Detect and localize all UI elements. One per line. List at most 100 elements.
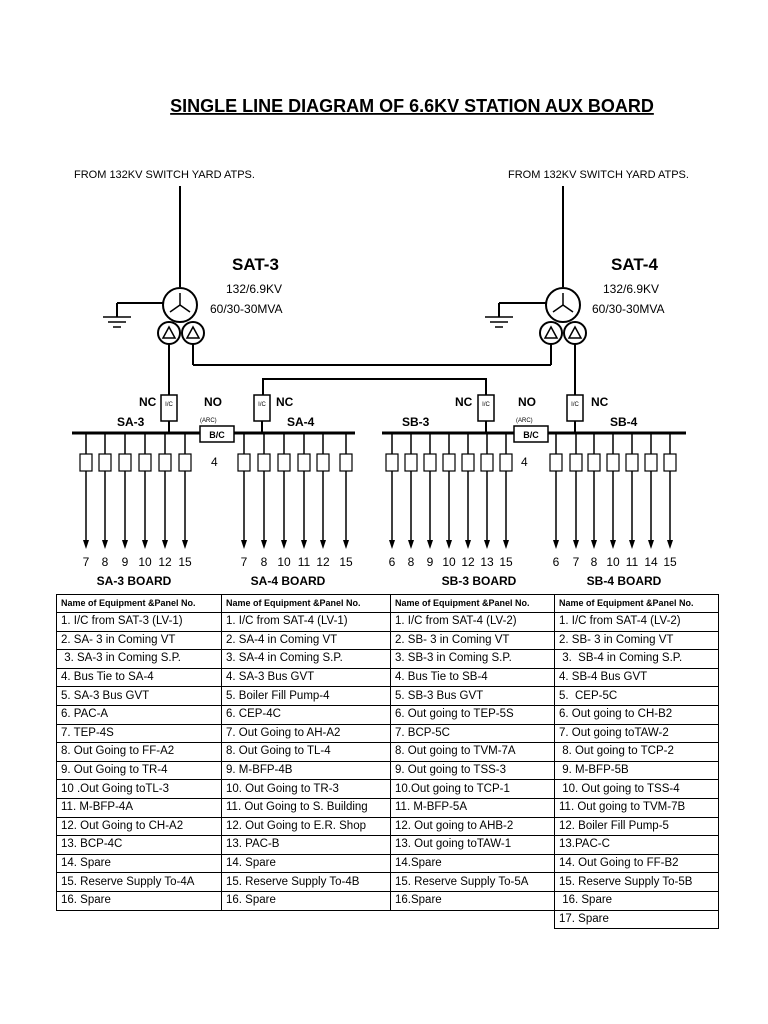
table-cell: 16.Spare [390,890,555,911]
table-cell: 9. M-BFP-4B [221,760,391,781]
single-line-diagram: SINGLE LINE DIAGRAM OF 6.6KV STATION AUX… [72,96,689,588]
feeder: 14 [644,433,658,569]
sb3-ic-state: NC [455,395,473,409]
transformer-sat-3 [103,186,205,395]
table-cell: 10. Out Going to TR-3 [221,779,391,799]
table-cell: 9. M-BFP-5B [554,760,719,781]
feeder-number: 9 [122,555,129,569]
table-cell: 1. I/C from SAT-4 (LV-2) [554,612,719,632]
table-header-row: Name of Equipment &Panel No. Name of Equ… [56,594,719,613]
table-cell: 3. SA-4 in Coming S.P. [221,649,391,669]
ic-label-sa3: I/C [165,402,173,408]
feeder: 15 [499,433,513,569]
table-cell: 2. SA-4 in Coming VT [221,630,391,651]
table-cell: 14.Spare [390,853,555,874]
table-cell: 6. CEP-4C [221,704,391,725]
ic-label-sa4: I/C [258,402,266,408]
feeder: 8 [98,433,112,569]
table-cell: 2. SB- 3 in Coming VT [554,630,719,651]
table-cell [222,910,391,929]
feeder: 11 [625,433,639,569]
table-cell [391,910,555,929]
bus-coupler-sa [199,425,235,443]
diagram-title: SINGLE LINE DIAGRAM OF 6.6KV STATION AUX… [170,96,654,116]
cross-feeders [193,364,551,395]
arc-label-sa: (ARC) [200,418,217,424]
sat-3-voltage: 132/6.9KV [226,282,282,296]
table-cell: 11. M-BFP-5A [390,797,555,818]
sat-4-rating: 60/30-30MVA [592,302,665,316]
table-cell: 16. Spare [56,890,222,911]
feeder-number: 15 [339,555,353,569]
table-cell: 5. Boiler Fill Pump-4 [221,686,391,706]
table-cell: 6. PAC-A [56,704,222,725]
column-header: Name of Equipment &Panel No. [56,594,222,613]
feeder-number: 11 [298,555,311,569]
table-cell: 1. I/C from SAT-4 (LV-1) [221,612,391,632]
table-cell: 2. SA- 3 in Coming VT [56,630,222,651]
feeder: 13 [480,433,494,569]
table-cell: 13. BCP-4C [56,835,222,855]
table-row: 1. I/C from SAT-3 (LV-1)1. I/C from SAT-… [56,612,719,632]
bc-number-sa: 4 [211,455,218,469]
section-sa4: SA-4 [287,415,315,429]
table-cell: 7. Out Going to AH-A2 [221,723,391,744]
table-cell: 15. Reserve Supply To-5B [554,872,719,892]
feeder: 15 [339,433,353,569]
feeder-number: 11 [626,555,639,569]
table-cell: 11. Out Going to S. Building [221,797,391,818]
feeder: 7 [569,433,583,569]
table-cell: 15. Reserve Supply To-5A [390,872,555,892]
table-cell: 9. Out going to TSS-3 [390,760,555,781]
feeder-number: 7 [573,555,580,569]
table-cell: 3. SB-4 in Coming S.P. [554,649,719,669]
sa4-ic-state: NC [276,395,294,409]
feeder: 12 [461,433,475,569]
arc-label-sb: (ARC) [516,418,533,424]
table-cell: 5. SA-3 Bus GVT [56,686,222,706]
feeder: 9 [423,433,437,569]
feeder-number: 12 [461,555,475,569]
feeder-number: 14 [644,555,658,569]
table-cell: 11. Out going to TVM-7B [554,797,719,818]
board-sb3: SB-3 BOARD [442,574,517,588]
table-cell: 11. M-BFP-4A [56,797,222,818]
feeder: 8 [587,433,601,569]
table-cell: 7. BCP-5C [390,723,555,744]
bc-label-sa: B/C [209,430,225,440]
feeder: 6 [385,433,399,569]
table-cell: 5. SB-3 Bus GVT [390,686,555,706]
equipment-table: Name of Equipment &Panel No. Name of Equ… [56,594,719,930]
table-cell: 4. SA-3 Bus GVT [221,667,391,688]
table-cell: 15. Reserve Supply To-4A [56,872,222,892]
table-row: 17. Spare [57,909,719,930]
table-cell: 10 .Out Going toTL-3 [56,779,222,799]
table-cell: 8. Out going to TCP-2 [554,742,719,762]
bus-coupler-sb [513,425,549,443]
table-cell: 1. I/C from SAT-3 (LV-1) [56,612,222,632]
board-sa4: SA-4 BOARD [251,574,326,588]
feeder-number: 12 [316,555,330,569]
table-cell: 16. Spare [221,890,391,911]
feeder-number: 10 [138,555,152,569]
feeder-number: 10 [442,555,456,569]
feeder-number: 13 [480,555,494,569]
table-cell: 12. Out Going to CH-A2 [56,816,222,837]
column-header: Name of Equipment &Panel No. [390,594,555,613]
table-cell: 4. Bus Tie to SB-4 [390,667,555,688]
table-cell: 3. SA-3 in Coming S.P. [56,649,222,669]
table-cell: 14. Spare [56,853,222,874]
feeder-number: 15 [499,555,513,569]
table-cell: 4. Bus Tie to SA-4 [56,667,222,688]
feeder: 10 [442,433,456,569]
table-cell [57,910,222,929]
feeder: 7 [237,433,251,569]
sat-4-name: SAT-4 [611,255,658,274]
table-cell: 4. SB-4 Bus GVT [554,667,719,688]
